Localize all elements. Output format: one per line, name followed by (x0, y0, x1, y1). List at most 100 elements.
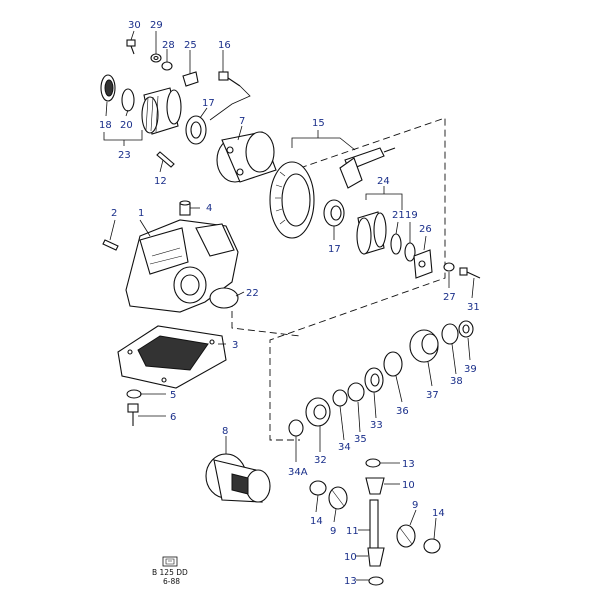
axle-housing-1 (125, 219, 239, 313)
bearing-17-lower (323, 199, 345, 227)
bolt-6 (127, 403, 139, 426)
side-gear-10-upper (365, 477, 385, 495)
washer-29 (150, 53, 162, 63)
callout-3: 3 (232, 340, 238, 351)
washer-13-lower (368, 576, 384, 586)
callout-17-lower: 17 (328, 244, 341, 255)
o-ring-22 (209, 287, 239, 309)
callout-2: 2 (111, 208, 117, 219)
callout-6: 6 (170, 412, 176, 423)
callout-17-upper: 17 (202, 98, 215, 109)
rear-cover-3 (117, 325, 227, 389)
washer-27 (443, 262, 455, 272)
callout-32: 32 (314, 455, 327, 466)
callout-11: 11 (346, 526, 359, 537)
callout-35: 35 (354, 434, 367, 445)
callout-28: 28 (162, 40, 175, 51)
bearing-17-upper (185, 115, 207, 145)
bearing-33 (364, 367, 384, 393)
lock-plate-26 (413, 249, 433, 279)
callout-13-lower: 13 (344, 576, 357, 587)
washer-28 (161, 61, 173, 71)
callout-13-upper: 13 (402, 459, 415, 470)
drawing-code-line2: 6-88 (163, 577, 180, 586)
callout-1: 1 (138, 208, 144, 219)
callout-10-lower: 10 (344, 552, 357, 563)
callout-31: 31 (467, 302, 480, 313)
assembly-boundary (269, 117, 446, 441)
callout-21: 21 (392, 210, 405, 221)
callout-12: 12 (154, 176, 167, 187)
callout-25: 25 (184, 40, 197, 51)
seal-19 (404, 242, 416, 262)
pinion-gear-9-right (396, 524, 416, 548)
drawing-code-stamp: B 125 DD 6-88 (152, 556, 188, 586)
spacer-35 (347, 382, 365, 402)
callout-22: 22 (246, 288, 259, 299)
flange-37 (409, 329, 439, 363)
callout-33: 33 (370, 420, 383, 431)
flange-38 (441, 323, 459, 345)
callout-5: 5 (170, 390, 176, 401)
leader-lines (103, 30, 475, 581)
seal-18 (100, 74, 116, 102)
callout-9-right: 9 (412, 500, 418, 511)
callout-23: 23 (118, 150, 131, 161)
washer-39 (458, 320, 474, 338)
callout-8: 8 (222, 426, 228, 437)
callout-14-right: 14 (432, 508, 445, 519)
pinion-shaft-15 (339, 147, 396, 189)
washer-14-right (423, 538, 441, 554)
differential-case-8 (205, 453, 271, 503)
washer-5 (126, 389, 142, 399)
bearing-32 (305, 397, 331, 427)
breather-4 (179, 200, 191, 216)
callout-34A: 34A (288, 467, 308, 478)
seal-36 (383, 351, 403, 377)
callout-20: 20 (120, 120, 133, 131)
shim-34A (288, 419, 304, 437)
assembly-boundary-left (231, 300, 301, 337)
callout-24: 24 (377, 176, 390, 187)
callout-19: 19 (405, 210, 418, 221)
o-ring-20 (121, 88, 135, 112)
drawing-code-line1: B 125 DD (152, 568, 188, 577)
callout-39: 39 (464, 364, 477, 375)
callout-14-left: 14 (310, 516, 323, 527)
side-gear-10-lower (367, 547, 385, 567)
adjuster-nut-24 (356, 211, 387, 255)
cross-shaft-11 (369, 499, 379, 549)
callout-9-left: 9 (330, 526, 336, 537)
bolt-16 (218, 71, 241, 87)
callout-18: 18 (99, 120, 112, 131)
callout-7: 7 (239, 116, 245, 127)
callout-labels: 30 29 28 25 16 17 7 15 18 20 23 12 4 2 1… (99, 20, 480, 587)
callout-29: 29 (150, 20, 163, 31)
callout-15: 15 (312, 118, 325, 129)
pinion-gear-9-left (328, 486, 348, 510)
pin-2 (102, 239, 119, 251)
washer-13-upper (365, 458, 381, 468)
shim-34 (332, 389, 348, 407)
callout-10-upper: 10 (402, 480, 415, 491)
callout-30: 30 (128, 20, 141, 31)
adjuster-nut-23 (141, 87, 182, 135)
callout-36: 36 (396, 406, 409, 417)
callout-4: 4 (206, 203, 212, 214)
callout-27: 27 (443, 292, 456, 303)
clip-25 (182, 71, 199, 87)
pin-12 (156, 151, 175, 168)
differential-case-7 (216, 131, 277, 183)
bolt-31 (459, 267, 481, 279)
bolt-30 (126, 39, 136, 55)
callout-26: 26 (419, 224, 432, 235)
callout-37: 37 (426, 390, 439, 401)
callout-34: 34 (338, 442, 351, 453)
callout-38: 38 (450, 376, 463, 387)
washer-14-left (309, 480, 327, 496)
o-ring-21 (390, 233, 402, 255)
callout-16: 16 (218, 40, 231, 51)
crown-wheel-15 (269, 161, 315, 239)
